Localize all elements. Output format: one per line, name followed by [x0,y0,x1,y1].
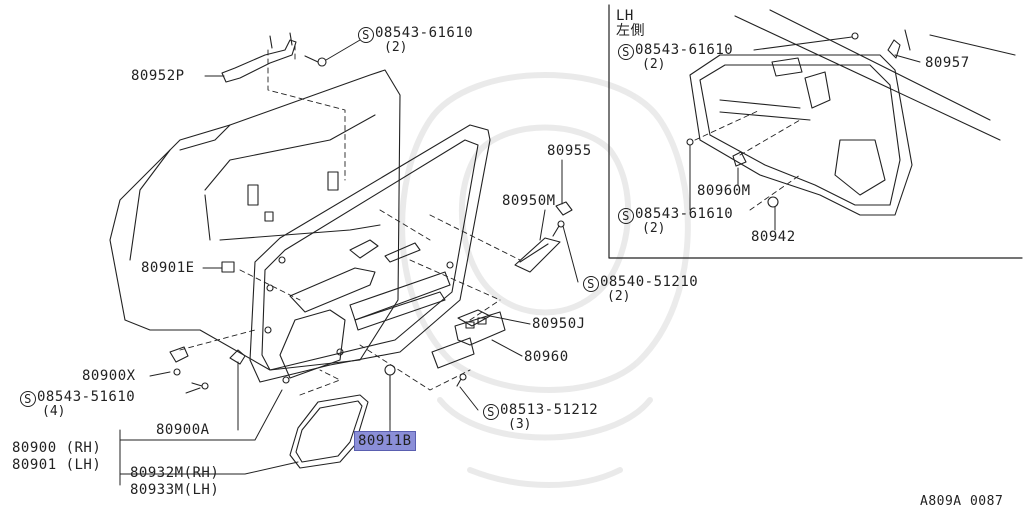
screw-code: 08540-51210 [600,274,699,290]
part-label-80900X: 80900X [82,368,136,384]
clip-80955 [555,201,573,216]
part-label-80900: 80900 (RH) [12,440,102,456]
clip-80900A [229,349,246,365]
screw-symbol: S [20,391,36,407]
screw-qty: (3) [508,417,532,432]
part-label-80942: 80942 [751,229,796,245]
inset-side-label-jp: 左側 [616,23,645,39]
clip-80911B [384,364,396,421]
inset-door [689,9,1016,216]
inset-side-label: LH [616,8,634,24]
assist-handle-80952P [221,32,297,83]
screw-51212 [456,373,467,387]
watermark-seal [399,72,691,488]
part-label-80911B-highlighted[interactable]: 80911B [354,431,416,451]
clip-80900X [169,346,189,376]
screw-51610 [191,382,209,390]
screw-symbol: S [583,276,599,292]
part-label-80901: 80901 (LH) [12,457,102,473]
inset-clip-80957 [887,29,911,59]
diagram-code: A809A 0087 [920,494,1004,509]
screw-qty: (2) [607,289,631,304]
part-label-80960M: 80960M [697,183,751,199]
part-label-80952P: 80952P [131,68,185,84]
screw-symbol: S [618,44,634,60]
part-label-80950J: 80950J [532,316,586,332]
screw-qty: (2) [384,40,408,55]
screw-code: 08543-51610 [37,389,136,405]
screw-symbol: S [618,208,634,224]
label-leaders [119,36,921,486]
screw-code: 08543-61610 [635,206,734,222]
screw-qty: (4) [42,404,66,419]
screw-qty: (2) [642,221,666,236]
switch-assembly [431,309,506,369]
part-label-80950M: 80950M [502,193,556,209]
part-label-80932M: 80932M(RH) [130,465,220,481]
inset-frame [608,4,1023,259]
screw-qty: (2) [642,57,666,72]
screw-top [304,55,327,67]
screw-code: 08543-61610 [375,25,474,41]
inset-clip-80942 [767,196,779,208]
dashed-leaders [179,44,801,396]
part-label-80957: 80957 [925,55,970,71]
part-label-80933M: 80933M(LH) [130,482,220,498]
part-label-80960: 80960 [524,349,569,365]
screw-code: 08543-61610 [635,42,734,58]
clip-80901E [221,261,235,273]
door-body [109,69,401,371]
screw-51210 [552,220,565,237]
screw-symbol: S [358,27,374,43]
trim-panel [249,124,491,384]
inset-clip-80960M [732,151,747,167]
part-label-80955: 80955 [547,143,592,159]
screw-code: 08513-51212 [500,402,599,418]
screw-symbol: S [483,404,499,420]
part-label-80901E: 80901E [141,260,195,276]
part-label-80900A: 80900A [156,422,210,438]
pull-cup-80950M [514,237,561,273]
